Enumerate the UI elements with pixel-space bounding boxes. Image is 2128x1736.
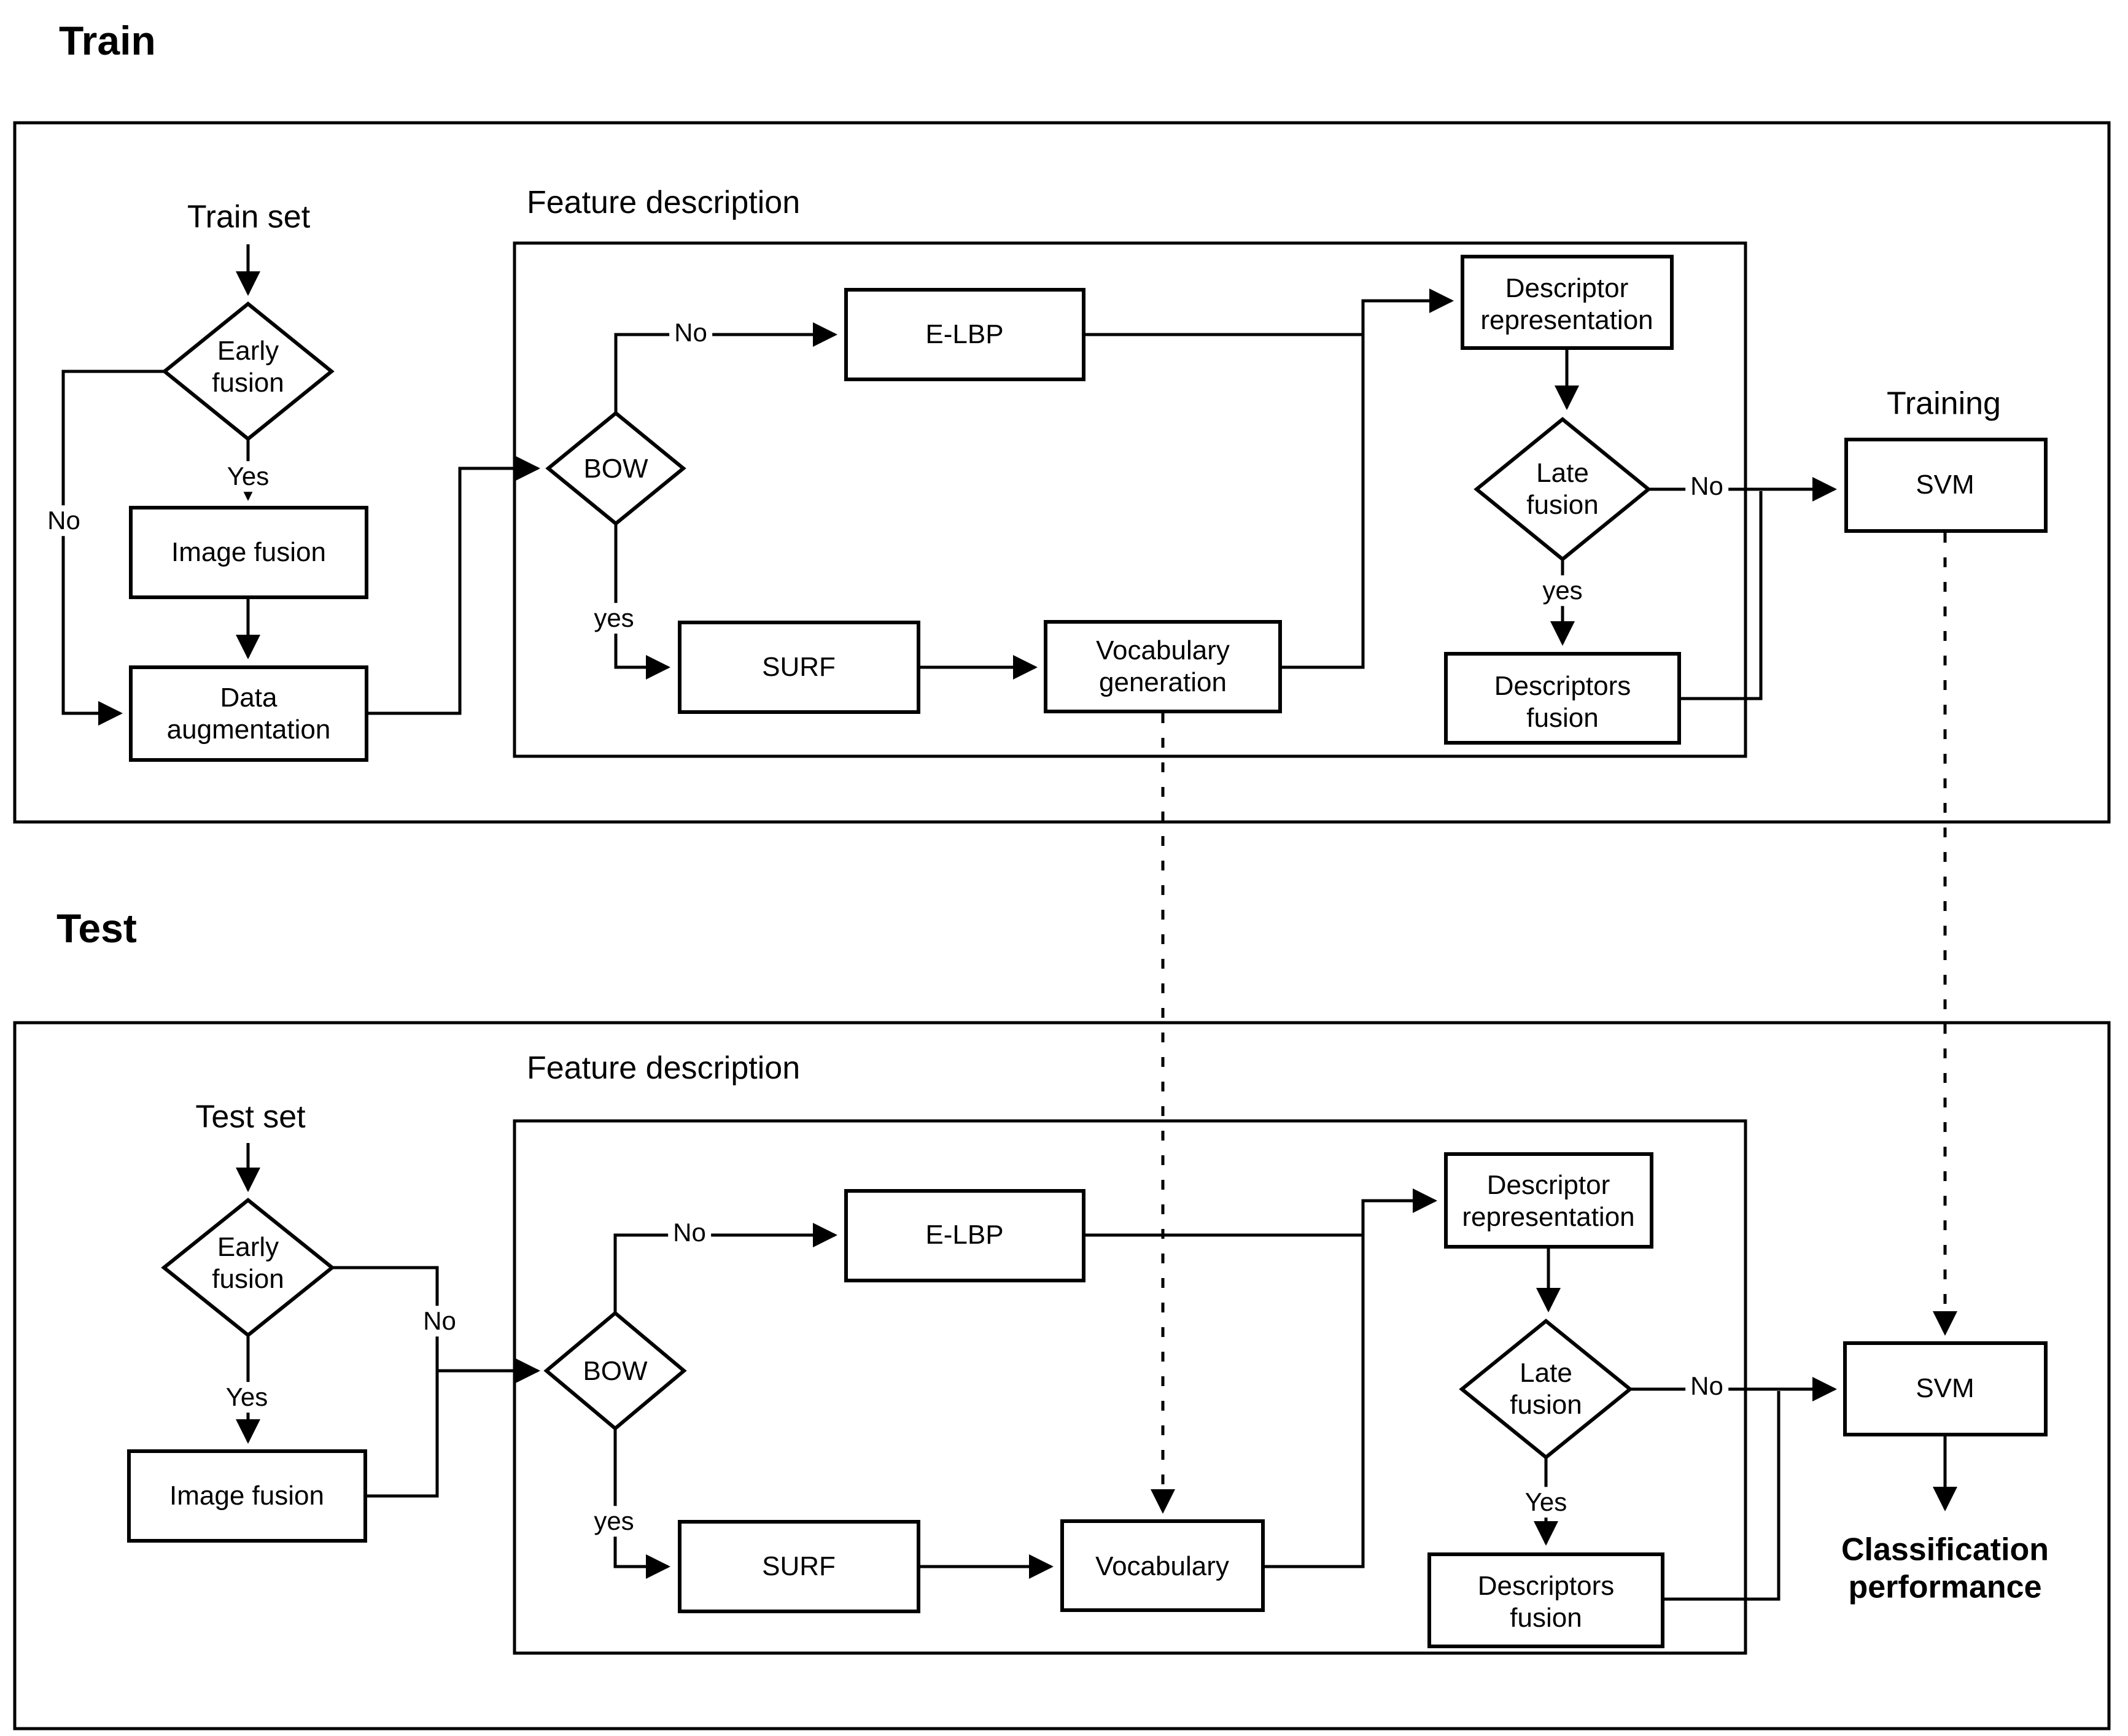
test-vocabulary-label: Vocabulary [1095, 1551, 1229, 1582]
train-feature-description-frame [513, 241, 1747, 758]
train-bow-no-path [614, 322, 837, 413]
train-descriptor-representation-label: Descriptor representation [1480, 273, 1653, 335]
test-elbp-label: E-LBP [925, 1220, 1004, 1250]
test-early-fusion-label: Early fusion [212, 1232, 284, 1294]
train-data-augmentation-label: Data augmentation [166, 683, 331, 745]
train-late-fusion-no-label: No [1685, 471, 1728, 502]
test-early-fusion-no-label: No [418, 1306, 461, 1336]
test-late-fusion-yes-label: Yes [1520, 1487, 1572, 1517]
train-outer-frame [13, 121, 2111, 824]
test-bow-no-path [613, 1223, 837, 1313]
train-svm-label: SVM [1916, 470, 1975, 500]
test-riser-to-descriptor-representation [1263, 1188, 1437, 1568]
test-classification-performance-label: Classification performance [1841, 1532, 2049, 1605]
train-training-label: Training [1887, 386, 2001, 422]
train-bow-yes-path [614, 524, 670, 680]
train-early-fusion-label: Early fusion [212, 336, 284, 398]
test-section-title: Test [56, 905, 137, 951]
test-bow-label: BOW [583, 1356, 648, 1387]
train-svm-box [1844, 438, 2048, 533]
test-late-fusion-label: Late fusion [1510, 1358, 1582, 1420]
train-section-title: Train [59, 18, 156, 63]
test-bow-yes-path [613, 1428, 670, 1579]
test-bow-yes-label: yes [589, 1506, 639, 1536]
test-early-fusion-no-path [332, 1266, 439, 1498]
train-vocabulary-generation-label: Vocabulary generation [1096, 635, 1230, 697]
train-riser-to-descriptor-representation [1280, 289, 1454, 669]
train-data-aug-to-bow-path [367, 456, 540, 715]
test-descriptors-fusion-label: Descriptors fusion [1477, 1571, 1615, 1633]
train-late-fusion-label: Late fusion [1526, 458, 1599, 520]
train-bow-yes-label: yes [589, 603, 639, 634]
test-late-fusion-no-label: No [1685, 1371, 1728, 1401]
test-outer-frame [13, 1021, 2111, 1730]
test-feature-description-frame [513, 1119, 1747, 1655]
test-image-fusion-box [127, 1449, 367, 1543]
train-bow-label: BOW [583, 454, 648, 484]
train-set-label: Train set [187, 199, 311, 235]
test-early-fusion-yes-label: Yes [220, 1382, 273, 1412]
test-set-label: Test set [195, 1099, 306, 1135]
train-early-fusion-yes-label: Yes [222, 461, 274, 492]
train-image-fusion-label: Image fusion [171, 537, 326, 568]
test-bow-no-label: No [668, 1217, 711, 1248]
test-svm-label: SVM [1916, 1373, 1975, 1404]
train-early-fusion-no-label: No [42, 505, 85, 536]
train-feature-description-label: Feature description [527, 185, 801, 220]
train-descriptors-fusion-label: Descriptors fusion [1494, 671, 1631, 733]
test-image-fusion-label: Image fusion [169, 1481, 324, 1511]
test-descriptors-fusion-output-path [1663, 1391, 1780, 1601]
train-descriptors-fusion-output-path [1679, 491, 1763, 700]
test-descriptor-representation-label: Descriptor representation [1462, 1170, 1635, 1232]
train-elbp-label: E-LBP [925, 319, 1004, 350]
train-surf-label: SURF [762, 652, 836, 683]
train-early-fusion-no-path [61, 370, 165, 726]
test-feature-description-label: Feature description [527, 1050, 801, 1086]
test-surf-label: SURF [762, 1551, 836, 1582]
train-bow-no-label: No [669, 317, 712, 348]
train-late-fusion-yes-label: yes [1537, 575, 1588, 606]
